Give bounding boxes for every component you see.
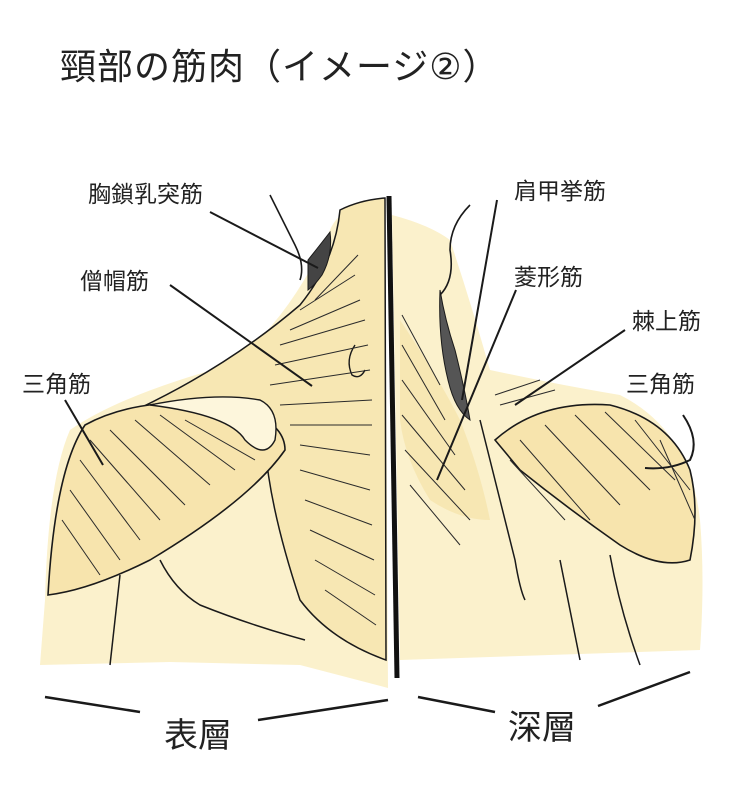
deltoid-left-fibers [61, 414, 256, 576]
trapezius-fibers [269, 254, 377, 626]
deltoid-right-fill [493, 403, 696, 564]
scapula-left [159, 559, 306, 641]
scapula-right [479, 419, 526, 601]
trapezius-edge [348, 344, 366, 378]
page-title: 頸部の筋肉（イメージ②） [60, 47, 500, 88]
lat-right [559, 559, 581, 661]
label-deltoid-left: 三角筋 [22, 372, 91, 398]
arm-left [109, 574, 121, 666]
label-rhomboid: 菱形筋 [514, 265, 583, 291]
label-trapezius: 僧帽筋 [80, 269, 149, 295]
neck-left-outline [269, 194, 303, 281]
superficial-layer-illustration [40, 194, 388, 688]
rhomboid-fibers [401, 314, 471, 546]
right-pointer-lines [436, 199, 695, 481]
levator-dark [439, 289, 471, 422]
label-superficial-layer: 表層 [164, 716, 232, 756]
arm-right [609, 554, 641, 666]
acromion-left [149, 396, 277, 451]
label-sternocleidomastoid: 胸鎖乳突筋 [88, 182, 203, 208]
label-supraspinatus: 棘上筋 [632, 309, 701, 335]
scm-dark [307, 230, 332, 291]
label-deep-layer: 深層 [508, 708, 576, 748]
deltoid-right-fibers [509, 411, 696, 521]
left-pointer-lines [64, 211, 319, 466]
neck-right-outline [439, 204, 471, 296]
bottom-strokes [44, 670, 691, 722]
label-deltoid-right: 三角筋 [626, 372, 695, 398]
layer-divider [386, 195, 400, 679]
deep-layer-illustration [392, 199, 703, 666]
label-levator-scapulae: 肩甲挙筋 [514, 179, 606, 205]
